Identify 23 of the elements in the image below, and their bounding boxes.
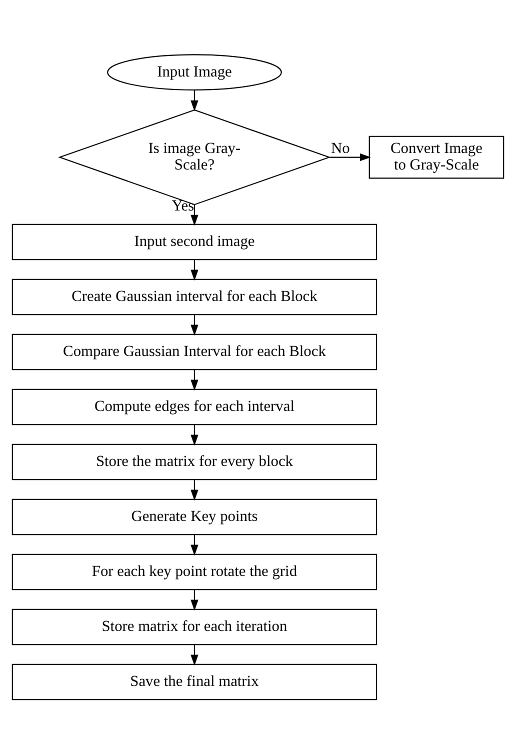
arrow xyxy=(190,480,198,501)
arrow xyxy=(330,153,371,162)
edge-label: No xyxy=(331,140,350,158)
node-box: Compare Gaussian Interval for each Block xyxy=(12,334,378,370)
node-box: For each key point rotate the grid xyxy=(12,554,378,590)
node-box: Store the matrix for every block xyxy=(12,444,378,480)
node-box: Input second image xyxy=(12,224,378,260)
arrow xyxy=(190,204,198,226)
arrow xyxy=(190,424,198,446)
node-ellipse: Input Image xyxy=(107,54,282,90)
node-box: Save the final matrix xyxy=(12,664,378,700)
node-box: Store matrix for each iteration xyxy=(12,608,378,646)
arrow xyxy=(190,644,198,666)
node-box: Create Gaussian interval for each Block xyxy=(12,278,378,316)
node-box: Generate Key points xyxy=(12,498,378,536)
arrow xyxy=(190,590,198,611)
arrow xyxy=(190,90,198,112)
node-box: Compute edges for each interval xyxy=(12,388,378,426)
node-box: Convert Image to Gray-Scale xyxy=(368,136,504,179)
arrow xyxy=(190,260,198,281)
arrow xyxy=(190,314,198,336)
arrow xyxy=(190,370,198,391)
arrow xyxy=(190,534,198,556)
